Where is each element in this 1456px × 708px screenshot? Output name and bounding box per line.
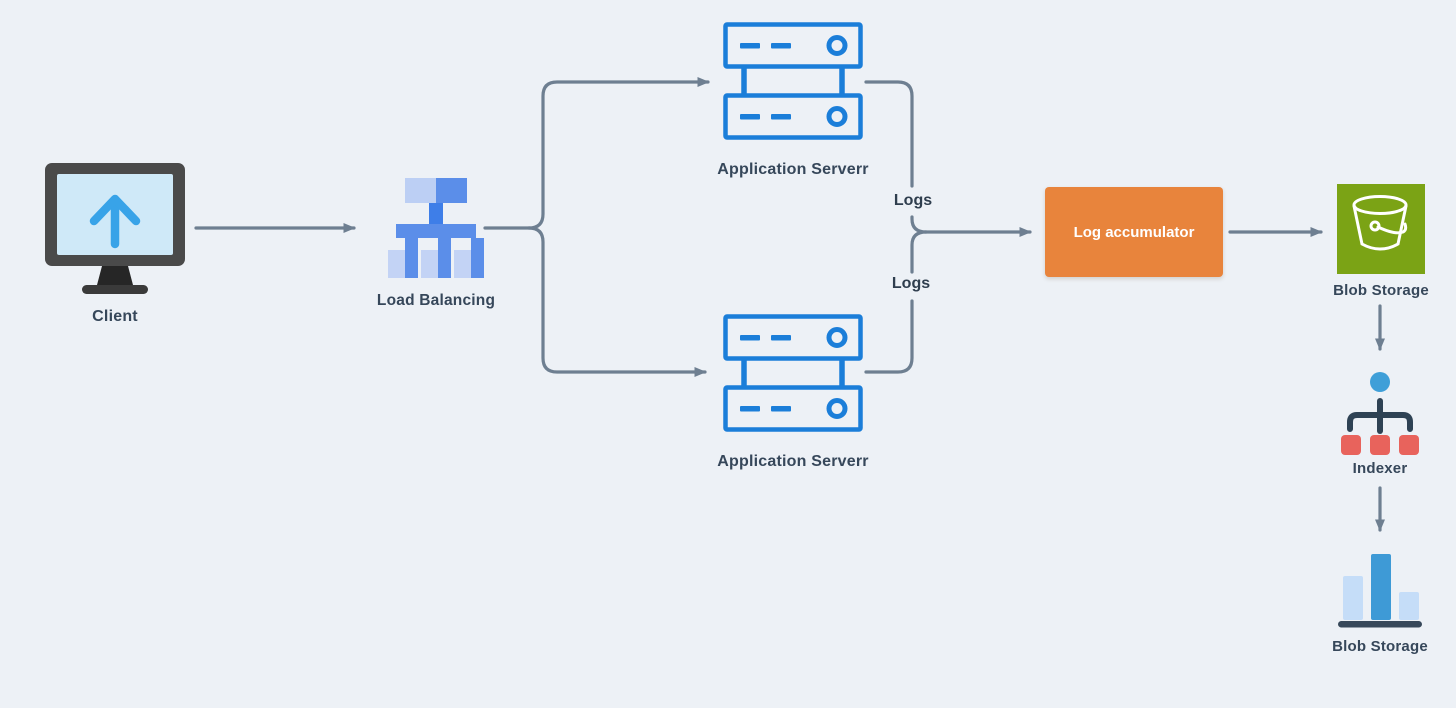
server-stack-icon <box>723 314 863 432</box>
node-load-balancing: Load Balancing <box>377 178 495 310</box>
connector-logs-bottom-to-merge <box>910 230 928 274</box>
indexer-icon <box>1341 372 1419 455</box>
client-label: Client <box>92 308 138 325</box>
log-accumulator-label: Log accumulator <box>1073 223 1195 241</box>
node-blob-storage-index: Blob Storage <box>1332 550 1428 655</box>
node-indexer: Indexer <box>1340 368 1420 477</box>
indexer-head-circle <box>1370 372 1390 392</box>
load-balancing-label: Load Balancing <box>376 292 496 309</box>
connector-bottom-server-to-logs <box>864 299 914 374</box>
indexer-label: Indexer <box>1352 460 1408 477</box>
app-server-bottom-label: Application Serverr <box>717 453 869 470</box>
node-app-server-top: Application Serverr <box>717 22 869 179</box>
node-log-accumulator: Log accumulator <box>1045 187 1223 277</box>
node-blob-storage-logs: Blob Storage <box>1333 184 1429 299</box>
connector-branch-to-top-server <box>527 77 710 230</box>
client-monitor-icon <box>45 163 185 294</box>
node-app-server-bottom: Application Serverr <box>717 314 869 471</box>
bar-chart-icon <box>1338 554 1422 628</box>
app-server-top-label: Application Serverr <box>717 161 869 178</box>
logs-label-bottom: Logs <box>891 275 931 292</box>
server-stack-icon <box>723 22 863 140</box>
connector-branch-to-bottom-server <box>527 226 707 377</box>
connector-top-server-to-logs <box>864 80 914 188</box>
blob-storage-logs-label: Blob Storage <box>1333 282 1429 299</box>
blob-storage-index-label: Blob Storage <box>1332 638 1428 655</box>
node-client: Client <box>45 163 185 326</box>
connector-logs-top-to-merge <box>910 215 928 234</box>
logs-label-top: Logs <box>893 192 933 209</box>
bucket-icon <box>1337 184 1425 274</box>
upload-arrow-icon <box>89 194 141 249</box>
load-balancer-icon <box>388 178 484 278</box>
